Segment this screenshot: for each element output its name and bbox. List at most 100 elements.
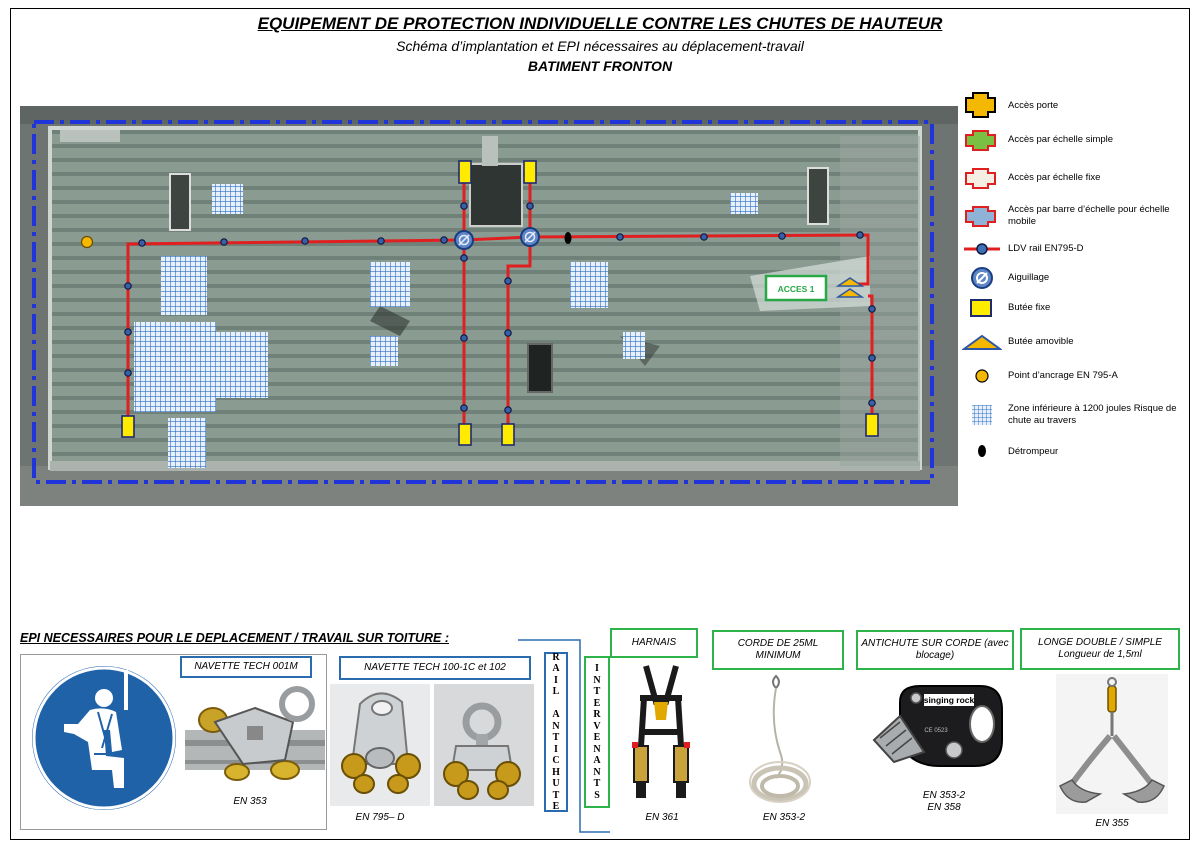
antichute-norm-1: EN 353-2	[922, 790, 966, 801]
interv-letter: T	[593, 686, 601, 697]
interv-letter: E	[593, 697, 601, 709]
corde-label: CORDE DE 25ML MINIMUM	[712, 630, 844, 670]
low-zone	[570, 262, 608, 308]
perimeter-line	[32, 120, 934, 484]
keying-device	[564, 232, 572, 244]
ladder-bar-icon	[965, 206, 996, 227]
interv-letter: V	[593, 720, 601, 732]
fixed-ladder-icon	[965, 168, 996, 189]
low-zone	[168, 418, 206, 468]
navette-001m-image	[185, 686, 325, 781]
chimney	[527, 343, 553, 393]
rail-switch	[454, 230, 474, 250]
rail-letter: I	[554, 674, 558, 686]
interv-letter: N	[593, 743, 601, 755]
building-name: BATIMENT FRONTON	[527, 58, 673, 74]
rope-grab-image: singing rock CE 0523	[872, 685, 1003, 767]
rail-anchor-nodes	[124, 202, 876, 414]
harness-mandatory-sign	[28, 662, 180, 814]
page-frame	[10, 8, 1190, 840]
interv-letter: S	[594, 789, 600, 801]
low-zone	[212, 184, 243, 214]
harness-image	[632, 665, 690, 798]
svg-text:CE 0523: CE 0523	[924, 728, 948, 734]
rail-letter: A	[552, 663, 560, 674]
low-zone	[214, 332, 268, 398]
low-zone	[370, 262, 410, 307]
rail-letter: T	[552, 732, 560, 743]
removable-stops	[835, 277, 865, 298]
lanyard-image	[1056, 674, 1168, 814]
rail-letter: U	[552, 778, 560, 789]
navette-001m-norm: EN 353	[233, 796, 267, 807]
keying-device-icon	[978, 445, 986, 457]
connector-line	[518, 639, 610, 833]
rail-letter: I	[554, 743, 558, 755]
interv-letter: N	[593, 766, 601, 778]
roof-hatch	[469, 163, 523, 227]
roof-plan: ACCES 1	[20, 106, 958, 506]
low-zone	[623, 332, 645, 359]
rail-letter: L	[552, 686, 560, 697]
legend-item: LDV rail EN795-D	[962, 231, 1192, 267]
rail-letter: T	[552, 789, 560, 801]
legend-item: Aiguillage	[962, 260, 1192, 296]
navette-100-norm: EN 795– D	[355, 812, 405, 823]
svg-text:singing rock: singing rock	[924, 695, 975, 705]
rail-letter: R	[552, 651, 560, 663]
low-zone	[370, 336, 398, 366]
simple-ladder-icon	[965, 130, 996, 151]
interv-letter: N	[593, 674, 601, 686]
fixed-stop-icon	[970, 299, 992, 317]
longe-label-line1: LONGE DOUBLE / SIMPLE	[1038, 637, 1162, 648]
rail-letter: N	[552, 720, 560, 732]
access-1-label: ACCES 1	[764, 274, 828, 302]
epi-section-title: EPI NECESSAIRES POUR LE DEPLACEMENT / TR…	[20, 631, 449, 645]
anchor-point	[80, 235, 94, 249]
rail-letter	[555, 698, 558, 710]
longe-label: LONGE DOUBLE / SIMPLE Longueur de 1,5ml	[1020, 628, 1180, 670]
rope-image	[749, 674, 811, 803]
page-subtitle: Schéma d’implantation et EPI nécessaires…	[396, 38, 804, 54]
interv-letter: T	[593, 778, 601, 789]
fixed-stops	[121, 160, 879, 446]
low-zone	[730, 193, 758, 214]
longe-label-line2: Longueur de 1,5ml	[1058, 649, 1142, 660]
rail-switch	[520, 227, 540, 247]
legend-item: Butée fixe	[962, 290, 1192, 326]
rail-letter: H	[552, 766, 560, 778]
legend-item: Point d’ancrage EN 795-A	[962, 358, 1192, 394]
legend-item: Accès par échelle fixe	[962, 160, 1192, 196]
rail-letter: E	[552, 801, 560, 812]
antichute-label: ANTICHUTE SUR CORDE (avec blocage)	[856, 630, 1014, 670]
navette-100-image	[330, 684, 534, 806]
interv-letter: I	[595, 663, 599, 674]
navette-001m-label: NAVETTE TECH 001M	[180, 656, 312, 678]
low-zone	[134, 322, 216, 412]
skylight	[807, 167, 829, 225]
harnais-label: HARNAIS	[610, 628, 698, 658]
anchor-point-icon	[975, 369, 989, 383]
switch-icon	[971, 267, 993, 289]
interv-letter: A	[593, 755, 601, 766]
legend-item: Détrompeur	[962, 434, 1192, 470]
skylight	[169, 173, 191, 231]
rail-letter: A	[552, 709, 560, 720]
interv-letter: R	[593, 709, 601, 720]
low-zone-icon	[972, 405, 992, 425]
rail-letter: C	[552, 755, 560, 766]
legend-item: Accès par barre d’échelle pour échelle m…	[962, 198, 1192, 234]
interv-letter: E	[593, 732, 601, 743]
legend-item: Butée amovible	[962, 324, 1192, 360]
legend-item: Accès porte	[962, 88, 1192, 124]
legend-item: Zone inférieure à 1200 joules Risque de …	[962, 397, 1192, 433]
corde-norm: EN 353-2	[762, 812, 806, 823]
longe-norm: EN 355	[1095, 818, 1129, 829]
navette-100-label: NAVETTE TECH 100-1C et 102	[339, 656, 531, 680]
low-zone	[161, 256, 207, 315]
antichute-norm-2: EN 358	[927, 802, 961, 813]
legend-item: Accès par échelle simple	[962, 122, 1192, 158]
svg-text:ACCES 1: ACCES 1	[778, 284, 815, 294]
rail-line-icon	[964, 243, 1000, 255]
